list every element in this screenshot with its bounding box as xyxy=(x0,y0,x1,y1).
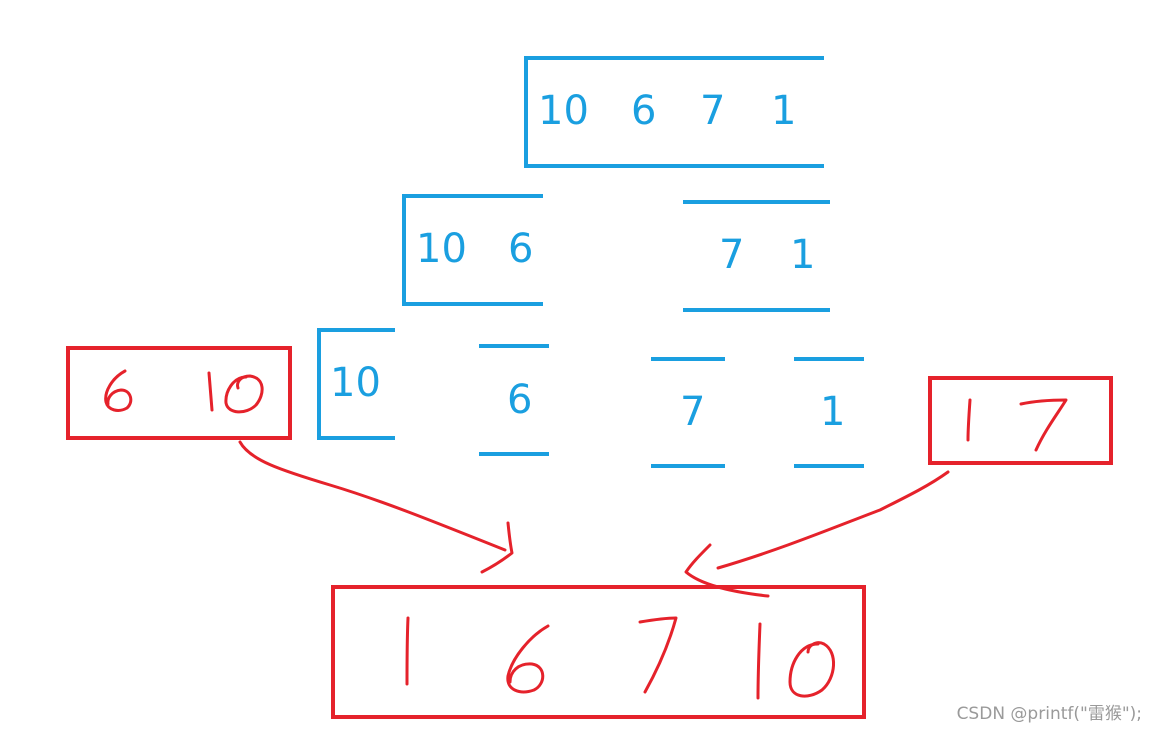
level2-box-10: 10 xyxy=(317,328,395,440)
merge-right-digits xyxy=(966,398,1068,452)
level1-left-value: 10 xyxy=(416,226,467,272)
level0-value: 10 xyxy=(538,88,589,134)
level1-left-value: 6 xyxy=(508,226,533,272)
result-digits xyxy=(405,616,835,700)
level2-value: 10 xyxy=(330,360,381,406)
arrow-left-to-result xyxy=(238,440,514,574)
merge-left-digits xyxy=(104,369,264,414)
merge-left-box xyxy=(66,346,292,440)
level0-value: 6 xyxy=(631,88,656,134)
level2-value: 1 xyxy=(820,389,845,435)
level2-box-6: 6 xyxy=(479,344,549,456)
level2-box-1: 1 xyxy=(794,357,864,468)
level1-right-value: 7 xyxy=(719,232,744,278)
level0-value: 7 xyxy=(700,88,725,134)
level1-left-box: 10 6 xyxy=(402,194,543,306)
level1-right-box: 7 1 xyxy=(683,200,830,312)
merge-right-box xyxy=(928,376,1113,465)
watermark-text: CSDN @printf("雷猴"); xyxy=(956,704,1142,724)
level2-value: 7 xyxy=(680,389,705,435)
level2-box-7: 7 xyxy=(651,357,725,468)
level0-value: 1 xyxy=(771,88,796,134)
level0-array-box: 10 6 7 1 xyxy=(524,56,824,168)
level2-value: 6 xyxy=(507,377,532,423)
arrow-right-to-result xyxy=(684,470,950,598)
level1-right-value: 1 xyxy=(790,232,815,278)
result-box xyxy=(331,585,866,719)
